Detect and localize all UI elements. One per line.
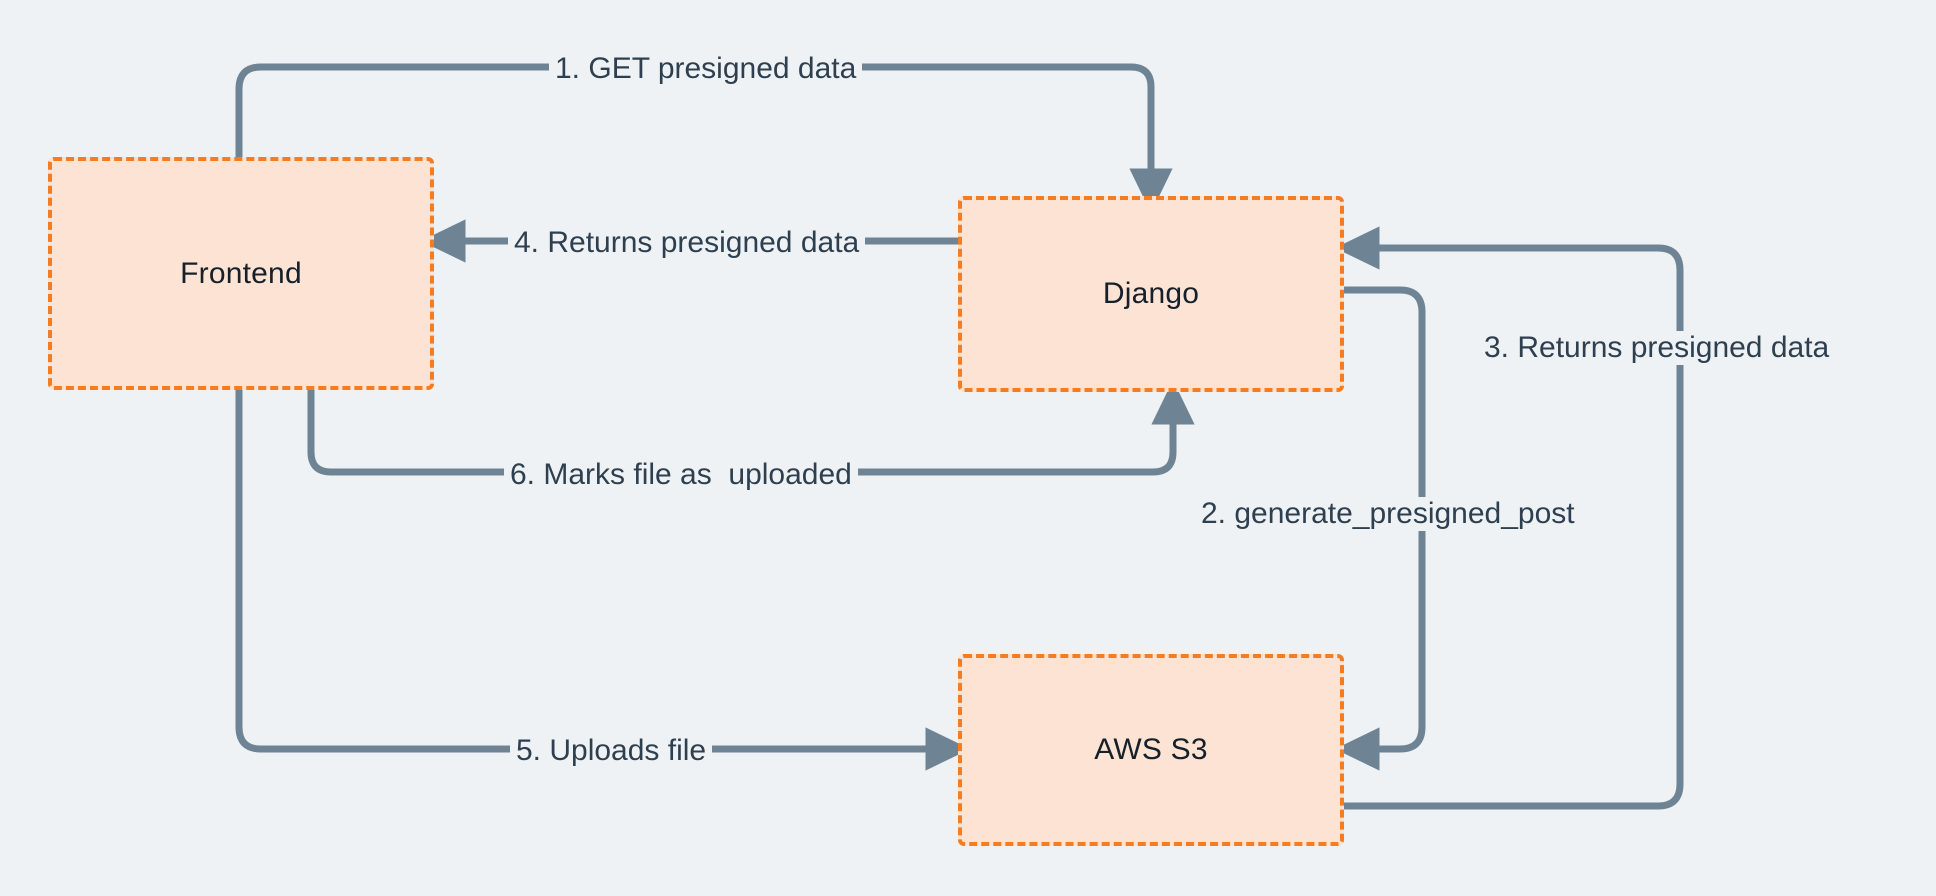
edge-3-path (1334, 226, 1684, 810)
node-frontend[interactable]: Frontend (48, 157, 434, 390)
edge-label-4: 4. Returns presigned data (508, 226, 866, 260)
node-aws-s3[interactable]: AWS S3 (958, 654, 1344, 846)
node-aws-s3-label: AWS S3 (1094, 733, 1208, 766)
node-django-label: Django (1102, 277, 1200, 310)
edge-5-path (235, 386, 971, 771)
edge-label-1: 1. GET presigned data (549, 52, 863, 86)
edge-label-5: 5. Uploads file (510, 734, 713, 768)
node-frontend-label: Frontend (180, 256, 302, 290)
edge-label-6: 6. Marks file as uploaded (504, 458, 858, 492)
node-django[interactable]: Django (958, 196, 1344, 392)
edge-label-2: 2. generate_presigned_post (1195, 497, 1581, 531)
edge-label-3: 3. Returns presigned data (1478, 331, 1836, 365)
